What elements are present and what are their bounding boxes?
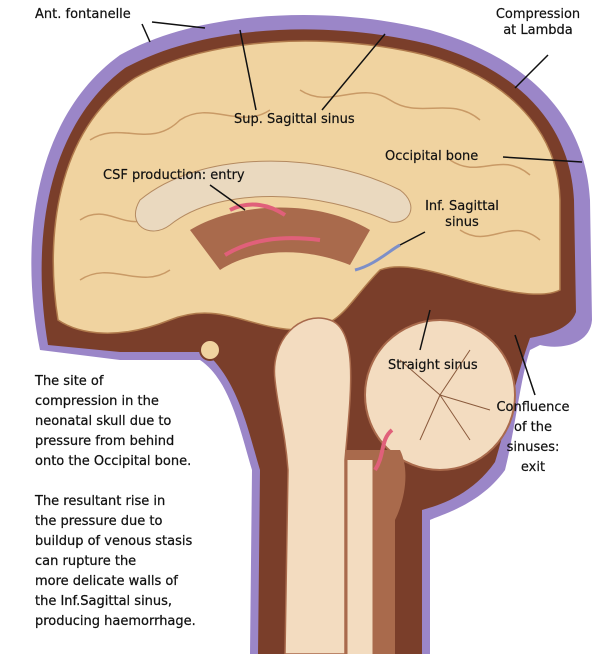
explanation-paragraph-2: The resultant rise in the pressure due t… bbox=[35, 492, 196, 632]
gyri bbox=[79, 89, 541, 281]
paragraph-line: buildup of venous stasis bbox=[35, 534, 193, 549]
label-inf-sagittal-sinus: Inf. Sagittal sinus bbox=[412, 199, 512, 231]
pituitary bbox=[199, 339, 221, 361]
label-line: at Lambda bbox=[503, 23, 573, 38]
fourth-ventricle-plexus bbox=[373, 428, 394, 472]
label-compression-at-lambda: Compression at Lambda bbox=[488, 7, 588, 39]
label-line: sinus bbox=[445, 215, 479, 230]
paragraph-line: can rupture the bbox=[35, 554, 137, 569]
label-straight-sinus: Straight sinus bbox=[388, 358, 478, 373]
paragraph-line: compression in the bbox=[35, 394, 159, 409]
label-line: Inf. Sagittal bbox=[425, 199, 499, 214]
corpus-callosum bbox=[134, 160, 412, 232]
paragraph-line: The site of bbox=[35, 374, 104, 389]
explanation-paragraph-1: The site of compression in the neonatal … bbox=[35, 372, 191, 472]
paragraph-line: the pressure due to bbox=[35, 514, 163, 529]
label-line: sinuses: bbox=[506, 440, 560, 455]
paragraph-line: The resultant rise in bbox=[35, 494, 166, 509]
leader-lines bbox=[141, 21, 583, 396]
paragraph-line: neonatal skull due to bbox=[35, 414, 172, 429]
paragraph-line: pressure from behind bbox=[35, 434, 175, 449]
label-line: Compression bbox=[495, 7, 581, 22]
label-sup-sagittal-sinus: Sup. Sagittal sinus bbox=[234, 112, 355, 127]
label-line: exit bbox=[520, 460, 546, 475]
paragraph-line: the Inf.Sagittal sinus, bbox=[35, 594, 173, 609]
paragraph-line: producing haemorrhage. bbox=[35, 614, 196, 629]
inf-sagittal-sinus bbox=[354, 243, 401, 272]
brainstem bbox=[273, 317, 352, 654]
paragraph-line: onto the Occipital bone. bbox=[35, 454, 192, 469]
paragraph-line: more delicate walls of bbox=[35, 574, 178, 589]
label-csf-production: CSF production: entry bbox=[103, 168, 245, 183]
label-occipital-bone: Occipital bone bbox=[385, 149, 479, 164]
label-ant-fontanelle: Ant. fontanelle bbox=[35, 7, 131, 22]
choroid-plexus bbox=[223, 202, 321, 257]
label-confluence-of-sinuses: Confluence of the sinuses: exit bbox=[478, 398, 588, 478]
label-line: of the bbox=[514, 420, 552, 435]
cerebellum-folia bbox=[399, 349, 491, 441]
label-line: Confluence bbox=[496, 400, 570, 415]
